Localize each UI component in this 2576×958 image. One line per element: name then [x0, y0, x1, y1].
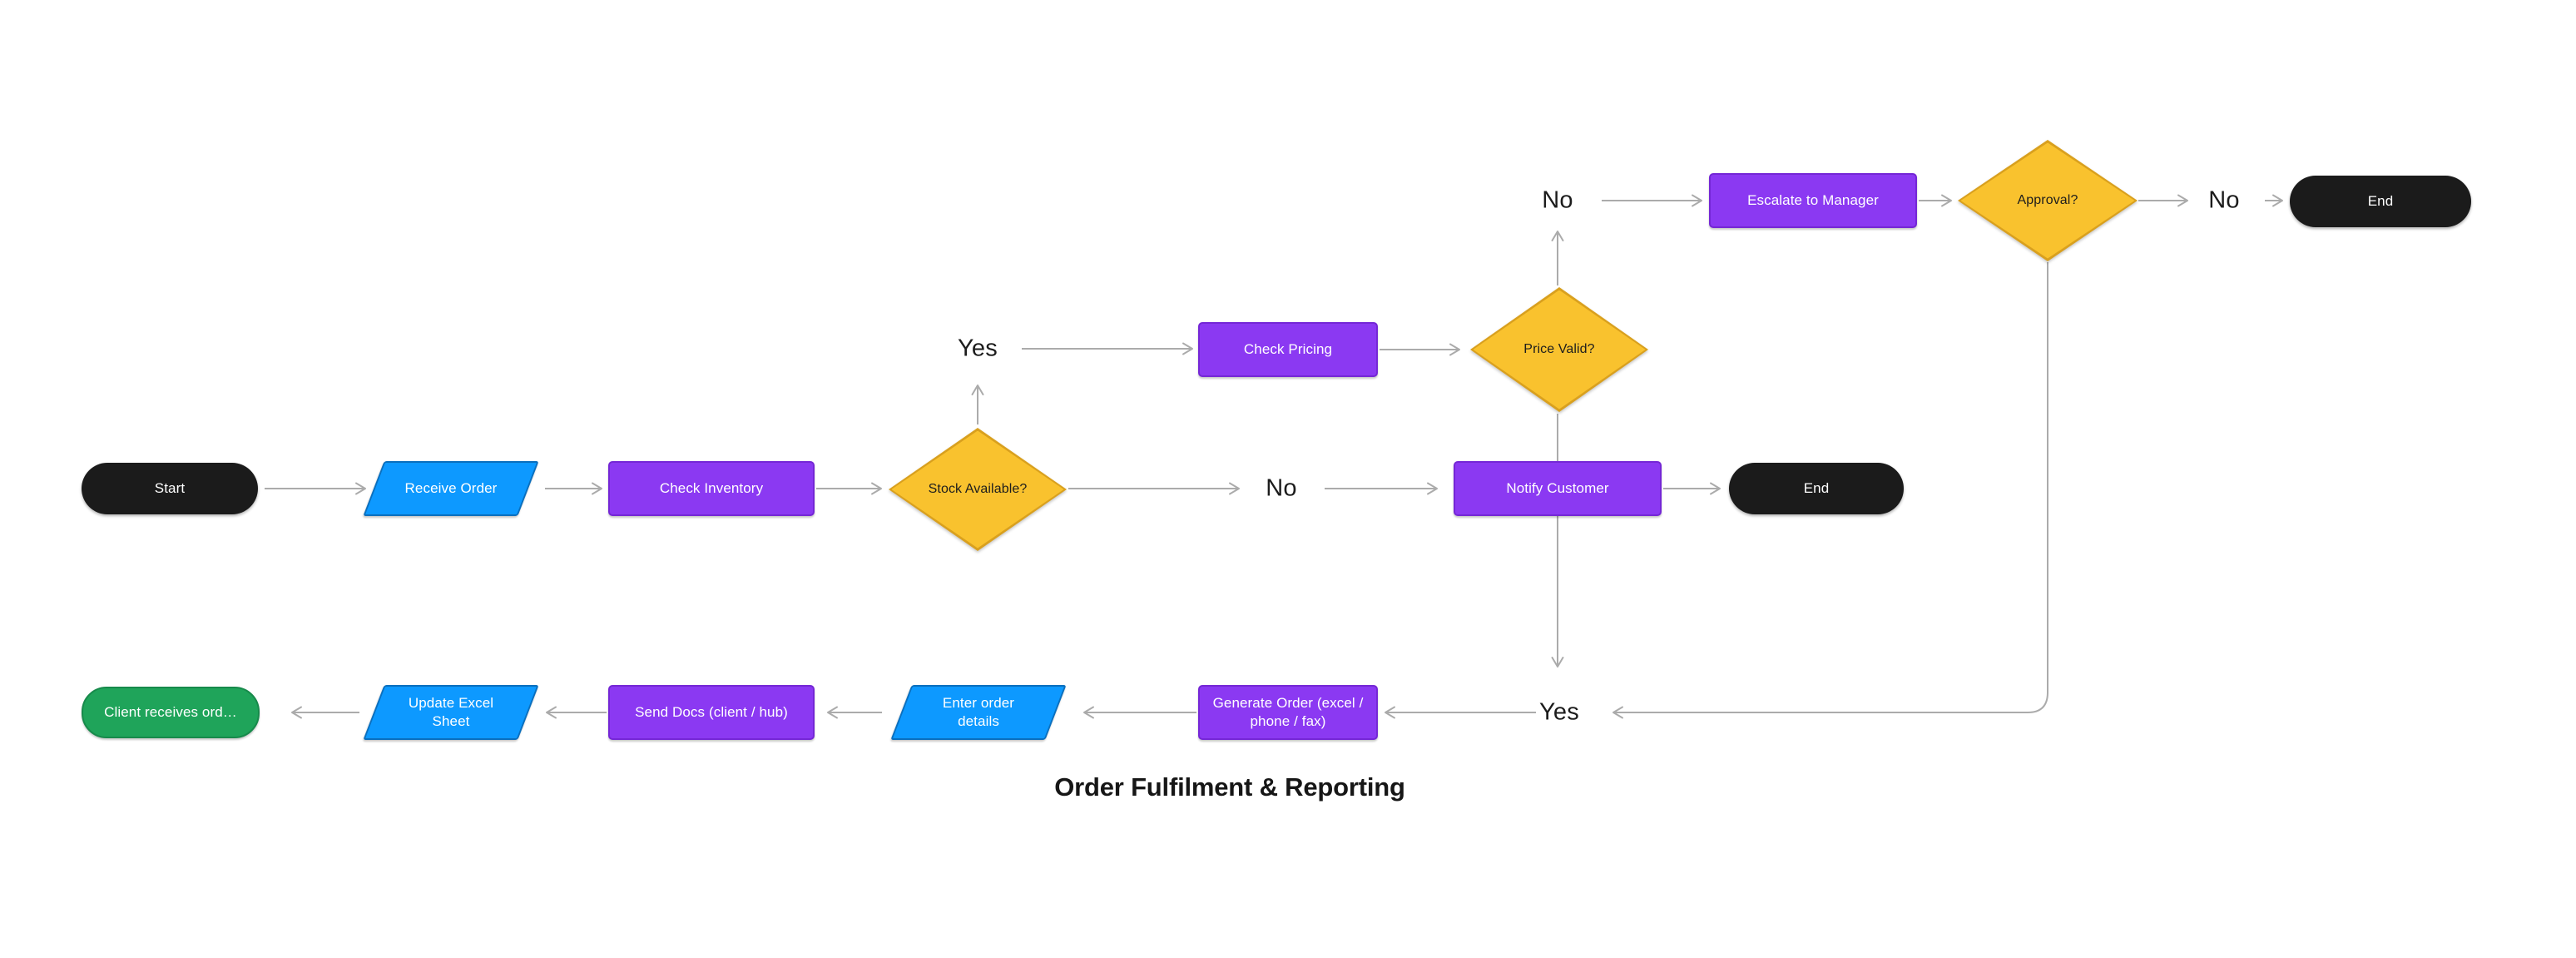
diagram-title[interactable]: Order Fulfilment & Reporting — [1054, 772, 1405, 802]
edge-label-approval-yes[interactable]: Yes — [1539, 698, 1579, 726]
node-label: Client receives ord… — [104, 703, 237, 720]
node-receive-order[interactable]: Receive Order — [361, 461, 541, 516]
node-approval[interactable]: Approval? — [1958, 140, 2138, 261]
node-label: Start — [154, 479, 186, 496]
node-label: Check Pricing — [1243, 340, 1333, 357]
node-update-excel[interactable]: Update Excel Sheet — [361, 685, 541, 740]
node-stock-available[interactable]: Stock Available? — [889, 428, 1067, 551]
node-end-main[interactable]: End — [1729, 463, 1904, 514]
node-send-docs[interactable]: Send Docs (client / hub) — [608, 685, 815, 740]
node-generate-order[interactable]: Generate Order (excel / phone / fax) — [1198, 685, 1378, 740]
node-label: Escalate to Manager — [1747, 191, 1879, 208]
node-notify-customer[interactable]: Notify Customer — [1454, 461, 1662, 516]
node-label: Update Excel Sheet — [408, 694, 494, 729]
edge-label-stock-no[interactable]: No — [1266, 474, 1297, 502]
node-label: End — [1803, 479, 1830, 496]
node-label: Generate Order (excel / phone / fax) — [1212, 694, 1364, 729]
node-end-top[interactable]: End — [2290, 176, 2471, 227]
node-label: Notify Customer — [1506, 479, 1609, 496]
node-start[interactable]: Start — [82, 463, 258, 514]
node-label: Send Docs (client / hub) — [635, 703, 788, 720]
node-label: End — [2367, 192, 2394, 209]
node-label: Price Valid? — [1523, 341, 1595, 356]
node-label: Enter order details — [942, 694, 1015, 729]
node-label: Check Inventory — [659, 479, 764, 496]
node-price-valid[interactable]: Price Valid? — [1470, 287, 1648, 412]
node-enter-order-details[interactable]: Enter order details — [889, 685, 1068, 740]
node-label: Approval? — [2017, 192, 2078, 207]
node-label: Receive Order — [404, 479, 498, 496]
node-check-inventory[interactable]: Check Inventory — [608, 461, 815, 516]
edge-label-approval-no[interactable]: No — [2208, 186, 2240, 214]
node-label: Stock Available? — [928, 481, 1028, 496]
node-escalate-manager[interactable]: Escalate to Manager — [1709, 173, 1917, 228]
edge-label-stock-yes[interactable]: Yes — [958, 335, 998, 362]
edge-approval-yes-curve — [1612, 262, 2048, 719]
node-check-pricing[interactable]: Check Pricing — [1198, 322, 1378, 377]
node-client-receives[interactable]: Client receives ord… — [82, 687, 260, 738]
edge-label-price-no[interactable]: No — [1542, 186, 1573, 214]
